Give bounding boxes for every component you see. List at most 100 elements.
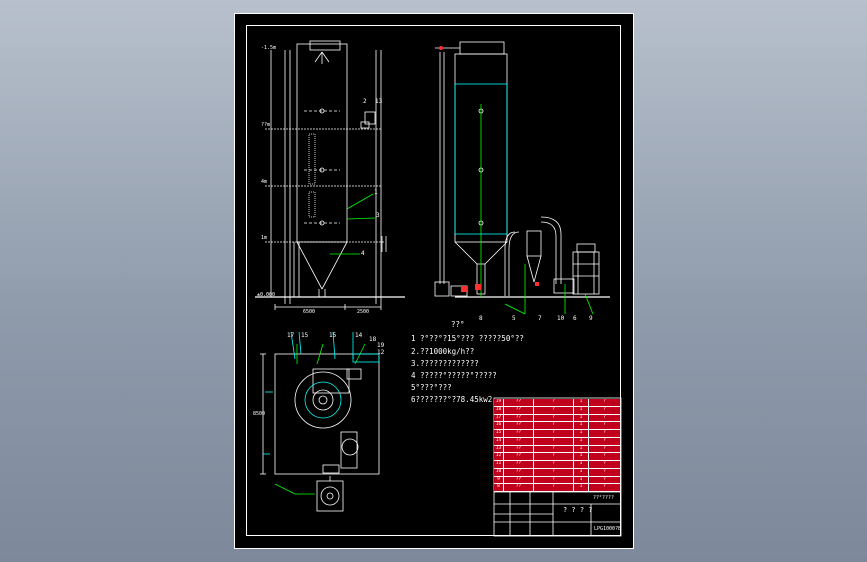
bom-cell-no: 9 <box>494 476 504 484</box>
bom-cell-qty: 1 <box>574 445 589 453</box>
callout: 8 <box>479 315 483 322</box>
bill-of-materials: 19???1?18???1?17???1?16???1?15???1?14???… <box>494 399 621 492</box>
ground-elevation: ±0.000 <box>257 292 276 298</box>
callout: 15 <box>329 332 337 339</box>
bom-cell-spec: ? <box>534 422 574 429</box>
note-line-3: 3.????????????? <box>411 359 479 368</box>
bom-cell-name: ?? <box>504 406 534 414</box>
bom-row: 12???1? <box>494 453 621 461</box>
bom-cell-spec: ? <box>534 461 574 468</box>
bom-cell-spec: ? <box>534 437 574 445</box>
bom-cell-mat: ? <box>589 468 621 476</box>
bom-cell-spec: ? <box>534 399 574 406</box>
bom-row: 13???1? <box>494 445 621 454</box>
bom-cell-mat: ? <box>589 399 621 406</box>
callout: 4 <box>361 250 365 257</box>
bom-cell-name: ?? <box>504 453 534 460</box>
bom-cell-name: ?? <box>504 476 534 484</box>
callout: 10 <box>557 315 565 322</box>
bom-cell-name: ?? <box>504 422 534 429</box>
bom-cell-mat: ? <box>589 437 621 445</box>
callout: 1 <box>374 189 378 196</box>
bom-cell-no: 17 <box>494 414 504 422</box>
bom-cell-qty: 1 <box>574 422 589 429</box>
bom-cell-mat: ? <box>589 422 621 429</box>
cad-drawing <box>255 40 622 537</box>
bom-cell-spec: ? <box>534 406 574 414</box>
bom-cell-qty: 1 <box>574 453 589 460</box>
bom-row: 17???1? <box>494 414 621 423</box>
bom-row: 14???1? <box>494 437 621 446</box>
elevation-label-2: ??m <box>261 122 271 128</box>
notes-heading: ??° <box>451 320 465 329</box>
bom-row: 15???1? <box>494 430 621 438</box>
bom-cell-mat: ? <box>589 414 621 422</box>
drawing-title: ? ? ? ? <box>563 506 593 514</box>
bom-cell-no: 8 <box>494 484 504 491</box>
bom-cell-no: 18 <box>494 406 504 414</box>
bom-cell-no: 14 <box>494 437 504 445</box>
bom-cell-mat: ? <box>589 484 621 491</box>
bom-cell-spec: ? <box>534 445 574 453</box>
elevation-label-3: 4m <box>261 179 268 185</box>
bom-cell-no: 19 <box>494 399 504 406</box>
bom-cell-no: 15 <box>494 430 504 437</box>
drawing-frame <box>246 25 621 536</box>
callout: 18 <box>369 336 377 343</box>
bom-cell-qty: 1 <box>574 461 589 468</box>
callout: 2 <box>363 98 367 105</box>
width-dimension-b: 2500 <box>357 309 370 315</box>
bom-cell-name: ?? <box>504 461 534 468</box>
callout: 7 <box>538 315 542 322</box>
bom-cell-no: 16 <box>494 422 504 429</box>
bom-row: 9???1? <box>494 476 621 485</box>
bom-row: 19???1? <box>494 399 621 407</box>
note-line-4: 4 ?????°?????°????? <box>411 371 497 380</box>
note-line-2: 2.??1000kg/h?? <box>411 347 475 356</box>
bom-cell-mat: ? <box>589 461 621 468</box>
callout: 5 <box>512 315 516 322</box>
bom-cell-name: ?? <box>504 414 534 422</box>
bom-cell-spec: ? <box>534 430 574 437</box>
width-dimension-a: 6500 <box>303 309 316 315</box>
bom-cell-mat: ? <box>589 453 621 460</box>
bom-cell-no: 12 <box>494 453 504 460</box>
tower-elevation <box>255 40 405 310</box>
bom-cell-name: ?? <box>504 430 534 437</box>
callout: 19 <box>377 342 385 349</box>
callout: 15 <box>301 332 309 339</box>
bom-cell-qty: 1 <box>574 430 589 437</box>
bom-cell-no: 11 <box>494 461 504 468</box>
callout: 14 <box>355 332 363 339</box>
bom-cell-spec: ? <box>534 476 574 484</box>
callout: 13 <box>375 98 383 105</box>
bom-cell-name: ?? <box>504 468 534 476</box>
bom-cell-qty: 1 <box>574 414 589 422</box>
note-line-1: 1 ?°??°?15°??? ?????50°?? <box>411 334 524 343</box>
bom-cell-qty: 1 <box>574 399 589 406</box>
bom-cell-spec: ? <box>534 453 574 460</box>
bom-cell-mat: ? <box>589 406 621 414</box>
bom-row: 18???1? <box>494 406 621 415</box>
bom-cell-qty: 1 <box>574 437 589 445</box>
elevation-label-1: -1.5m <box>261 45 277 51</box>
bom-cell-no: 10 <box>494 468 504 476</box>
callout: 9 <box>589 315 593 322</box>
plan-view <box>260 353 380 512</box>
bom-cell-name: ?? <box>504 437 534 445</box>
bom-cell-spec: ? <box>534 414 574 422</box>
drawing-number: LPG1000?B <box>594 526 622 532</box>
bom-cell-mat: ? <box>589 476 621 484</box>
note-line-6: 6???????°?78.45kw2 <box>411 395 493 404</box>
bom-cell-qty: 1 <box>574 484 589 491</box>
bom-cell-name: ?? <box>504 445 534 453</box>
bom-cell-qty: 1 <box>574 476 589 484</box>
bom-cell-spec: ? <box>534 484 574 491</box>
bom-cell-spec: ? <box>534 468 574 476</box>
drawing-sheet: -1.5m ??m 4m 1m ±0.000 6500 2500 8500 2 … <box>234 13 634 549</box>
plan-height-dimension: 8500 <box>253 411 266 417</box>
bom-cell-no: 13 <box>494 445 504 453</box>
side-elevation <box>434 41 610 298</box>
bom-cell-mat: ? <box>589 430 621 437</box>
bom-cell-name: ?? <box>504 399 534 406</box>
